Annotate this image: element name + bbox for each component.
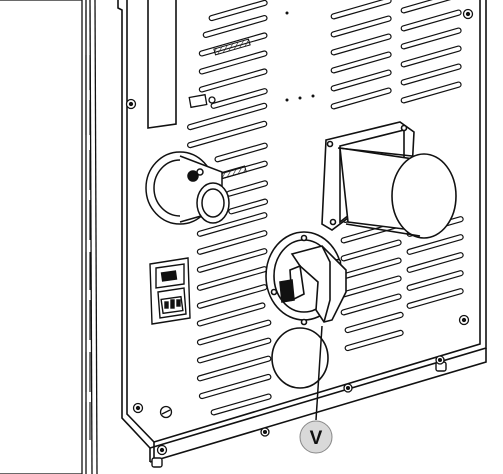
callout-label: V xyxy=(310,428,323,449)
round-fitting xyxy=(145,151,230,225)
vent-slots-left xyxy=(187,0,272,416)
exhaust-duct xyxy=(321,121,457,239)
lever-valve xyxy=(265,231,347,323)
hatched-strips xyxy=(213,38,251,181)
callout-v: V xyxy=(299,325,333,454)
side-panel xyxy=(0,0,98,474)
callout-bubble xyxy=(299,420,333,454)
small-connector xyxy=(188,93,216,109)
lower-opening xyxy=(271,318,329,389)
side-vents xyxy=(85,10,91,440)
power-inlet xyxy=(149,257,191,325)
screws xyxy=(125,8,474,456)
